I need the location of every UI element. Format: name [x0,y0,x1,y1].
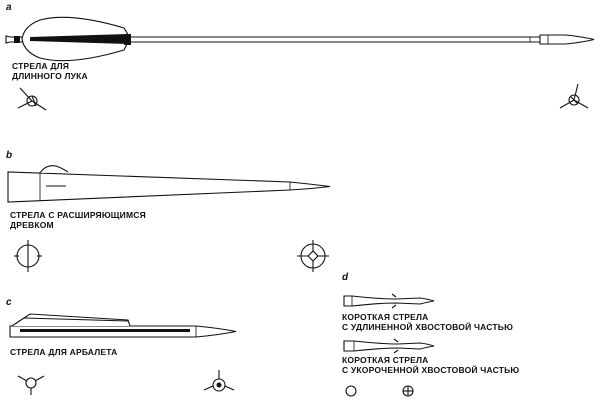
crossbow-caption: СТРЕЛА ДЛЯ АРБАЛЕТА [10,347,118,357]
longbow-arrow [5,16,595,62]
expanding-front-end-view [297,240,329,272]
expanding-shaft-arrow [7,165,331,203]
short-long-tail-caption-line2: С УДЛИНЕННОЙ ХВОСТОВОЙ ЧАСТЬЮ [342,322,514,332]
short-long-tail-caption-line1: КОРОТКАЯ СТРЕЛА [342,312,429,322]
longbow-caption-line1: СТРЕЛА ДЛЯ [12,61,70,71]
section-b-letter: b [6,150,13,161]
longbow-caption-line2: ДЛИННОГО ЛУКА [12,71,88,81]
short-arrow-rear-end-view [345,385,357,397]
longbow-front-end-view [559,83,589,109]
short-arrow-front-end-view [402,385,414,397]
expanding-rear-end-view [14,240,42,272]
short-short-tail-caption-line2: С УКОРОЧЕННОЙ ХВОСТОВОЙ ЧАСТЬЮ [342,365,520,375]
short-arrow-long-tail [343,293,435,309]
short-short-tail-caption-line1: КОРОТКАЯ СТРЕЛА [342,355,429,365]
expanding-caption-line1: СТРЕЛА С РАСШИРЯЮЩИМСЯ [10,210,146,220]
section-d-letter: d [342,272,349,283]
crossbow-front-end-view [203,370,235,392]
expanding-caption-line2: ДРЕВКОМ [10,220,54,230]
crossbow-bolt [9,313,237,338]
short-arrow-short-tail [343,338,435,354]
section-c-letter: c [6,297,12,308]
section-a-letter: a [6,2,12,13]
crossbow-rear-end-view [17,375,45,395]
longbow-rear-end-view [17,87,47,111]
